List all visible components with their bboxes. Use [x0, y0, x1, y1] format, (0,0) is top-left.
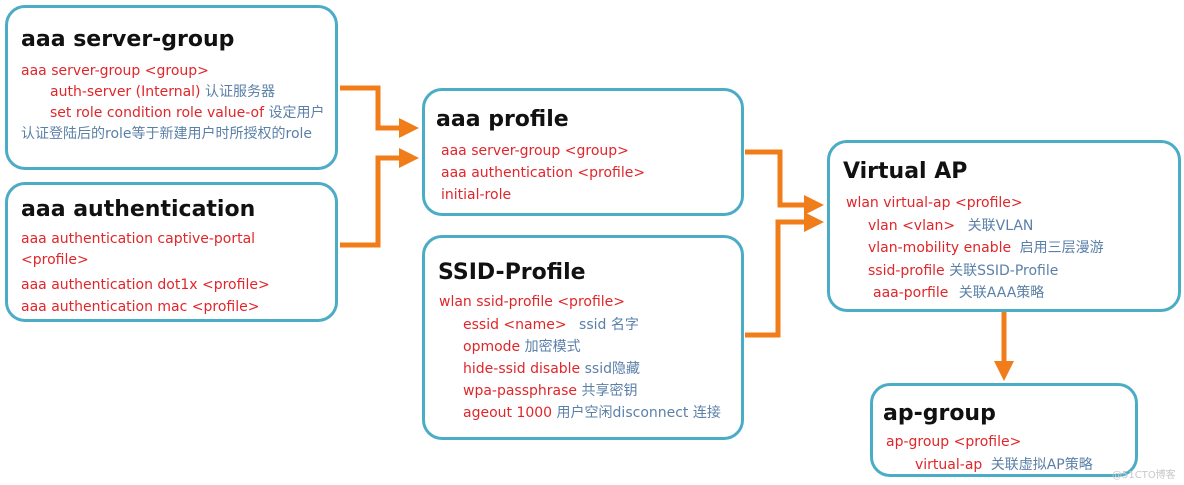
aaa-profile-line-1: aaa server-group <group> [441, 143, 629, 159]
ssid-profile-line-3: opmode 加密模式 [463, 338, 581, 356]
ssid-profile-line-6-cmd: ageout 1000 [463, 405, 553, 421]
ap-group-line-2-cmd: virtual-ap [915, 457, 983, 473]
server-group-line-3-cmd: set role condition role value-of [50, 105, 265, 121]
virtual-ap-line-3-cmd: vlan-mobility enable [868, 240, 1012, 256]
ssid-profile-line-5-note: 共享密钥 [581, 383, 638, 399]
ap-group-line-1: ap-group <profile> [886, 434, 1022, 450]
ap-group-line-2-note: 关联虚拟AP策略 [990, 457, 1093, 473]
arrow-aaa-profile-to-virtual-ap [745, 149, 824, 215]
aaa-profile-title: aaa profile [436, 107, 569, 132]
authentication-box: aaa authentication aaa authentication ca… [5, 182, 338, 322]
ap-group-title: ap-group [883, 401, 996, 426]
virtual-ap-line-4-cmd: ssid-profile [868, 263, 945, 279]
virtual-ap-line-1: wlan virtual-ap <profile> [846, 195, 1023, 211]
server-group-line-3: set role condition role value-of 设定用户认证登… [21, 103, 326, 145]
ssid-profile-line-5: wpa-passphrase 共享密钥 [463, 382, 637, 400]
virtual-ap-line-3-note: 启用三层漫游 [1019, 240, 1104, 256]
virtual-ap-line-5-note: 关联AAA策略 [958, 285, 1045, 301]
virtual-ap-box: Virtual AP wlan virtual-ap <profile> vla… [827, 140, 1181, 312]
virtual-ap-title: Virtual AP [843, 159, 968, 184]
watermark: @51CTO博客 [1112, 470, 1176, 481]
authentication-line-3: aaa authentication mac <profile> [21, 299, 260, 315]
server-group-line-2-note: 认证服务器 [204, 84, 275, 100]
authentication-title: aaa authentication [21, 197, 256, 222]
aaa-profile-line-2: aaa authentication <profile> [441, 165, 646, 181]
virtual-ap-line-2-note: 关联VLAN [967, 218, 1034, 234]
ssid-profile-line-4: hide-ssid disable ssid隐藏 [463, 360, 640, 378]
virtual-ap-line-3: vlan-mobility enable 启用三层漫游 [868, 239, 1104, 257]
server-group-line-3-note: 设定用户认证登陆后的role等于新建用户时所授权的role [21, 105, 325, 142]
virtual-ap-line-5: aaa-porfile 关联AAA策略 [873, 284, 1044, 302]
server-group-line-2: auth-server (Internal) 认证服务器 [50, 83, 275, 101]
ssid-profile-line-3-cmd: opmode [463, 339, 521, 355]
ssid-profile-line-4-cmd: hide-ssid disable [463, 361, 581, 377]
aaa-profile-box: aaa profile aaa server-group <group> aaa… [422, 88, 744, 216]
arrow-ssid-profile-to-virtual-ap [745, 212, 824, 338]
server-group-line-1: aaa server-group <group> [21, 63, 209, 79]
server-group-line-2-cmd: auth-server (Internal) [50, 84, 201, 100]
arrow-server-group-to-aaa-profile [340, 85, 419, 138]
aaa-profile-line-3: initial-role [441, 187, 512, 203]
virtual-ap-line-2: vlan <vlan> 关联VLAN [868, 217, 1033, 235]
ssid-profile-title: SSID-Profile [438, 260, 586, 285]
ssid-profile-line-2: essid <name> ssid 名字 [463, 316, 639, 334]
virtual-ap-line-4: ssid-profile 关联SSID-Profile [868, 262, 1058, 280]
ssid-profile-line-4-note: ssid隐藏 [584, 361, 640, 377]
ssid-profile-line-6-note: 用户空闲disconnect 连接 [556, 405, 721, 421]
virtual-ap-line-4-note: 关联SSID-Profile [949, 263, 1059, 279]
authentication-line-1: aaa authentication captive-portal <profi… [21, 231, 256, 268]
virtual-ap-line-5-cmd: aaa-porfile [873, 285, 949, 301]
ssid-profile-line-5-cmd: wpa-passphrase [463, 383, 578, 399]
ssid-profile-line-3-note: 加密模式 [524, 339, 581, 355]
ssid-profile-line-6: ageout 1000 用户空闲disconnect 连接 [463, 404, 721, 422]
ap-group-box: ap-group ap-group <profile> virtual-ap 关… [870, 383, 1138, 477]
authentication-line-2: aaa authentication dot1x <profile> [21, 277, 270, 293]
arrow-authentication-to-aaa-profile [340, 148, 419, 248]
ap-group-line-2: virtual-ap 关联虚拟AP策略 [915, 456, 1093, 474]
server-group-box: aaa server-group aaa server-group <group… [5, 5, 338, 170]
ssid-profile-box: SSID-Profile wlan ssid-profile <profile>… [422, 235, 744, 440]
ssid-profile-line-2-note: ssid 名字 [579, 317, 639, 333]
ssid-profile-line-1: wlan ssid-profile <profile> [439, 294, 626, 310]
server-group-title: aaa server-group [21, 27, 235, 52]
ssid-profile-line-2-cmd: essid <name> [463, 317, 567, 333]
virtual-ap-line-2-cmd: vlan <vlan> [868, 218, 956, 234]
